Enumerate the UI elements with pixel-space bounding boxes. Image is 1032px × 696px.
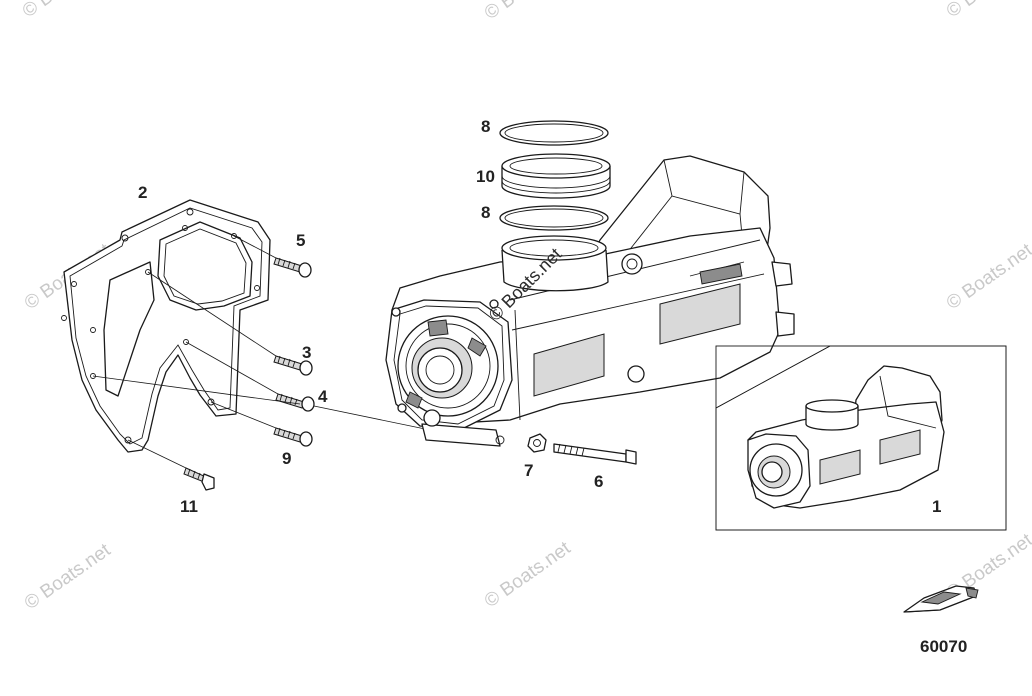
callout-5: 5 [296, 231, 305, 250]
seal-ring-lower [499, 205, 609, 231]
callout-11: 11 [180, 497, 198, 516]
callout-8-lower: 8 [481, 203, 490, 222]
gear-housing [385, 155, 795, 447]
bearing-ring [501, 153, 611, 199]
stud-6 [553, 443, 637, 465]
inset-box [715, 345, 1007, 531]
seal-ring-upper [499, 120, 609, 146]
bolt-11 [183, 467, 215, 491]
watermark: © Boats.net [481, 0, 575, 24]
callout-2: 2 [138, 183, 147, 202]
leader-lines [92, 235, 431, 469]
watermark: © Boats.net [481, 537, 575, 612]
bolt-9 [273, 427, 313, 447]
bolt-3 [273, 355, 313, 376]
bolt-5 [273, 257, 312, 278]
adapter-plate [61, 199, 271, 453]
callout-7: 7 [524, 461, 533, 480]
watermark: © Boats.net [21, 539, 115, 614]
callout-6: 6 [594, 472, 603, 491]
callout-labels: 2 5 3 4 9 11 8 10 8 7 6 1 60070 [138, 117, 967, 656]
nut-7 [527, 433, 547, 453]
watermark: © Boats.net [19, 0, 113, 22]
callout-9: 9 [282, 449, 291, 468]
callout-10: 10 [476, 167, 495, 186]
callout-3: 3 [302, 343, 311, 362]
watermark: © Boats.net [943, 0, 1032, 22]
watermark: © Boats.net [943, 239, 1032, 314]
callout-8-upper: 8 [481, 117, 490, 136]
bolt-4 [275, 393, 315, 412]
figure-number: 60070 [920, 637, 967, 656]
boat-icon [903, 585, 979, 613]
callout-1: 1 [932, 497, 941, 516]
inset-housing [747, 365, 945, 509]
callout-4: 4 [318, 387, 328, 406]
